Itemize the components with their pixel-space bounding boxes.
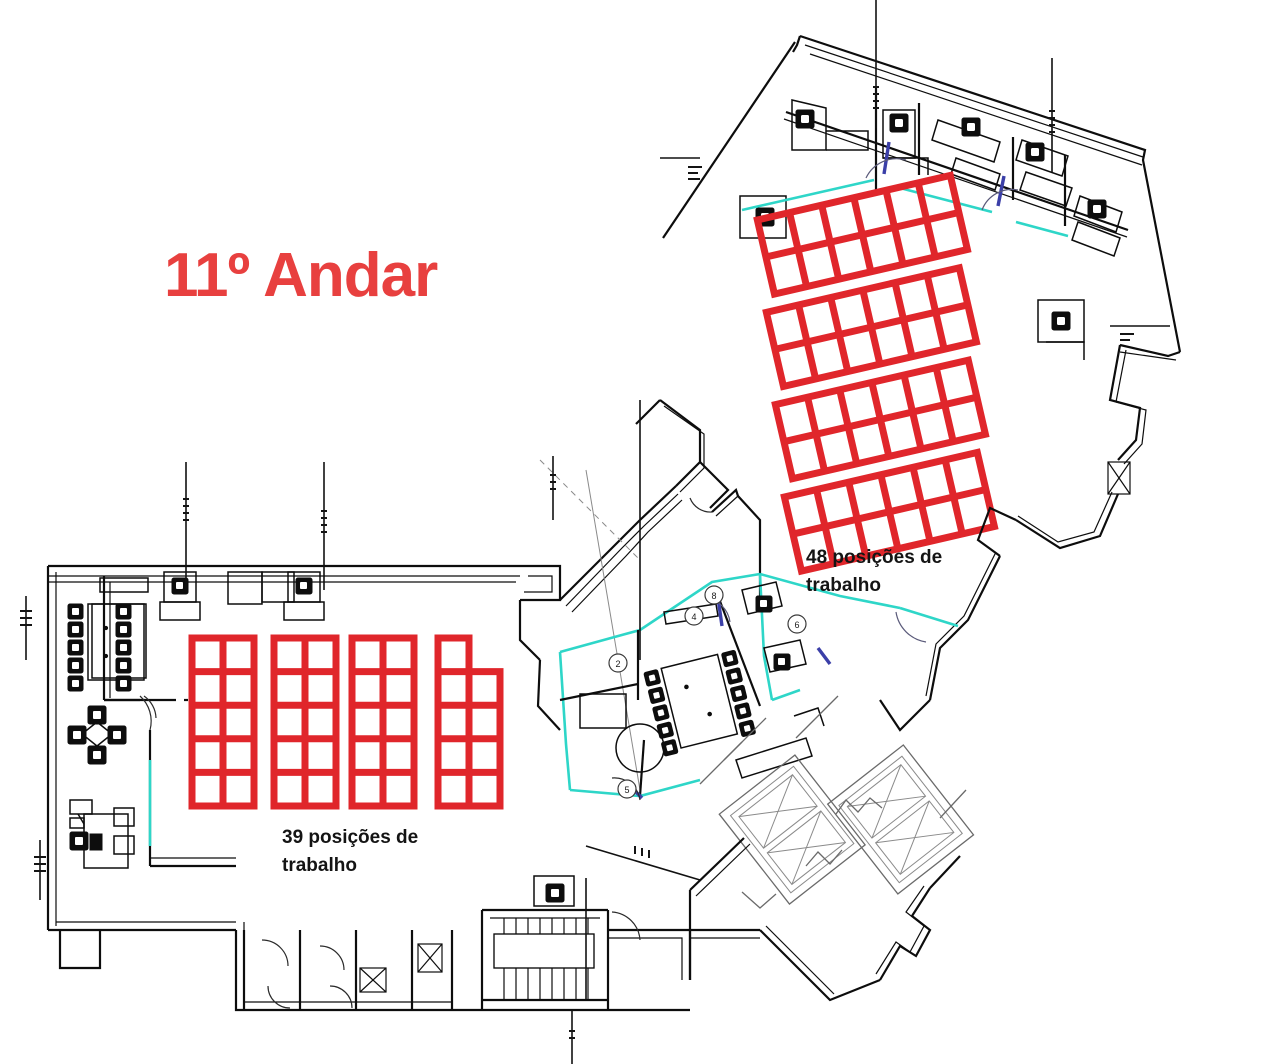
annotation-leaders bbox=[20, 0, 1170, 1064]
workstation-block bbox=[780, 448, 999, 576]
meeting-table bbox=[643, 649, 756, 757]
conference-chair bbox=[115, 675, 132, 692]
zone-label-39-line1: 39 posições de bbox=[282, 827, 419, 848]
central-corridor bbox=[536, 399, 762, 791]
conference-chair bbox=[67, 657, 84, 674]
zone-label-39-line2: trabalho bbox=[282, 854, 357, 876]
office-chair bbox=[773, 653, 791, 671]
office-chair bbox=[889, 113, 909, 133]
elevator-bank-upper bbox=[826, 744, 975, 895]
workstation-block bbox=[270, 634, 340, 810]
top-right-wing-shell bbox=[662, 34, 1182, 361]
office-chair bbox=[755, 595, 773, 613]
door-callout: 2 bbox=[608, 653, 628, 673]
conference-chair bbox=[67, 621, 84, 638]
office-chair bbox=[295, 577, 313, 595]
office-left-lower bbox=[69, 760, 236, 869]
conference-chair bbox=[87, 745, 107, 765]
svg-text:4: 4 bbox=[691, 612, 696, 622]
office-chair bbox=[961, 117, 981, 137]
workstation-block bbox=[434, 634, 504, 810]
office-chair bbox=[1025, 142, 1045, 162]
elevator-bank-lower bbox=[718, 754, 867, 905]
workstation-block bbox=[753, 171, 972, 299]
workstation-block bbox=[771, 355, 990, 483]
right-outer-wall bbox=[879, 344, 1147, 732]
svg-text:2: 2 bbox=[615, 659, 620, 669]
conference-chair bbox=[115, 621, 132, 638]
workstation-block bbox=[188, 634, 258, 810]
lower-right-walls bbox=[688, 837, 961, 1002]
office-chair bbox=[545, 883, 565, 903]
office-chair bbox=[795, 109, 815, 129]
conference-chair bbox=[87, 705, 107, 725]
door-callout: 6 bbox=[787, 614, 807, 634]
door-callout: 5 bbox=[617, 779, 637, 799]
conference-chair bbox=[115, 657, 132, 674]
conference-chair bbox=[115, 603, 132, 620]
conference-chair bbox=[115, 639, 132, 656]
restrooms-bottom bbox=[242, 911, 692, 1012]
workstation-block bbox=[348, 634, 418, 810]
conference-chair bbox=[67, 603, 84, 620]
page-title: 11º Andar bbox=[164, 241, 438, 310]
svg-text:6: 6 bbox=[794, 620, 799, 630]
svg-text:5: 5 bbox=[624, 785, 629, 795]
office-chair bbox=[171, 577, 189, 595]
door-callout: 4 bbox=[684, 606, 704, 626]
workstation-block bbox=[762, 263, 981, 391]
conference-room-left bbox=[67, 576, 188, 760]
conference-chair bbox=[67, 675, 84, 692]
conference-chair bbox=[67, 639, 84, 656]
stairwell bbox=[480, 875, 610, 1010]
zone-label-48-line1: 48 posições de bbox=[806, 547, 943, 568]
round-table-cluster-left bbox=[67, 705, 127, 765]
door-callout: 8 bbox=[704, 585, 724, 605]
office-chair bbox=[69, 831, 89, 851]
zone-label-39-workstations: 39 posições de trabalho bbox=[282, 824, 418, 879]
conference-chair bbox=[107, 725, 127, 745]
zone-label-48-line2: trabalho bbox=[806, 574, 881, 596]
wall-desks-left bbox=[159, 571, 325, 621]
conference-chair bbox=[67, 725, 87, 745]
workstation-cluster-39 bbox=[188, 634, 504, 810]
office-chair bbox=[1087, 199, 1107, 219]
main-floor-shell bbox=[46, 564, 562, 1012]
workstation-cluster-48 bbox=[753, 171, 999, 576]
door-callout-group: 2 4 8 6 5 bbox=[608, 585, 807, 799]
zone-label-48-workstations: 48 posições de trabalho bbox=[806, 544, 942, 599]
office-chair bbox=[1051, 311, 1071, 331]
svg-text:8: 8 bbox=[711, 591, 716, 601]
elevator-lobby-walls bbox=[699, 695, 967, 909]
meeting-suite-center bbox=[558, 572, 959, 801]
